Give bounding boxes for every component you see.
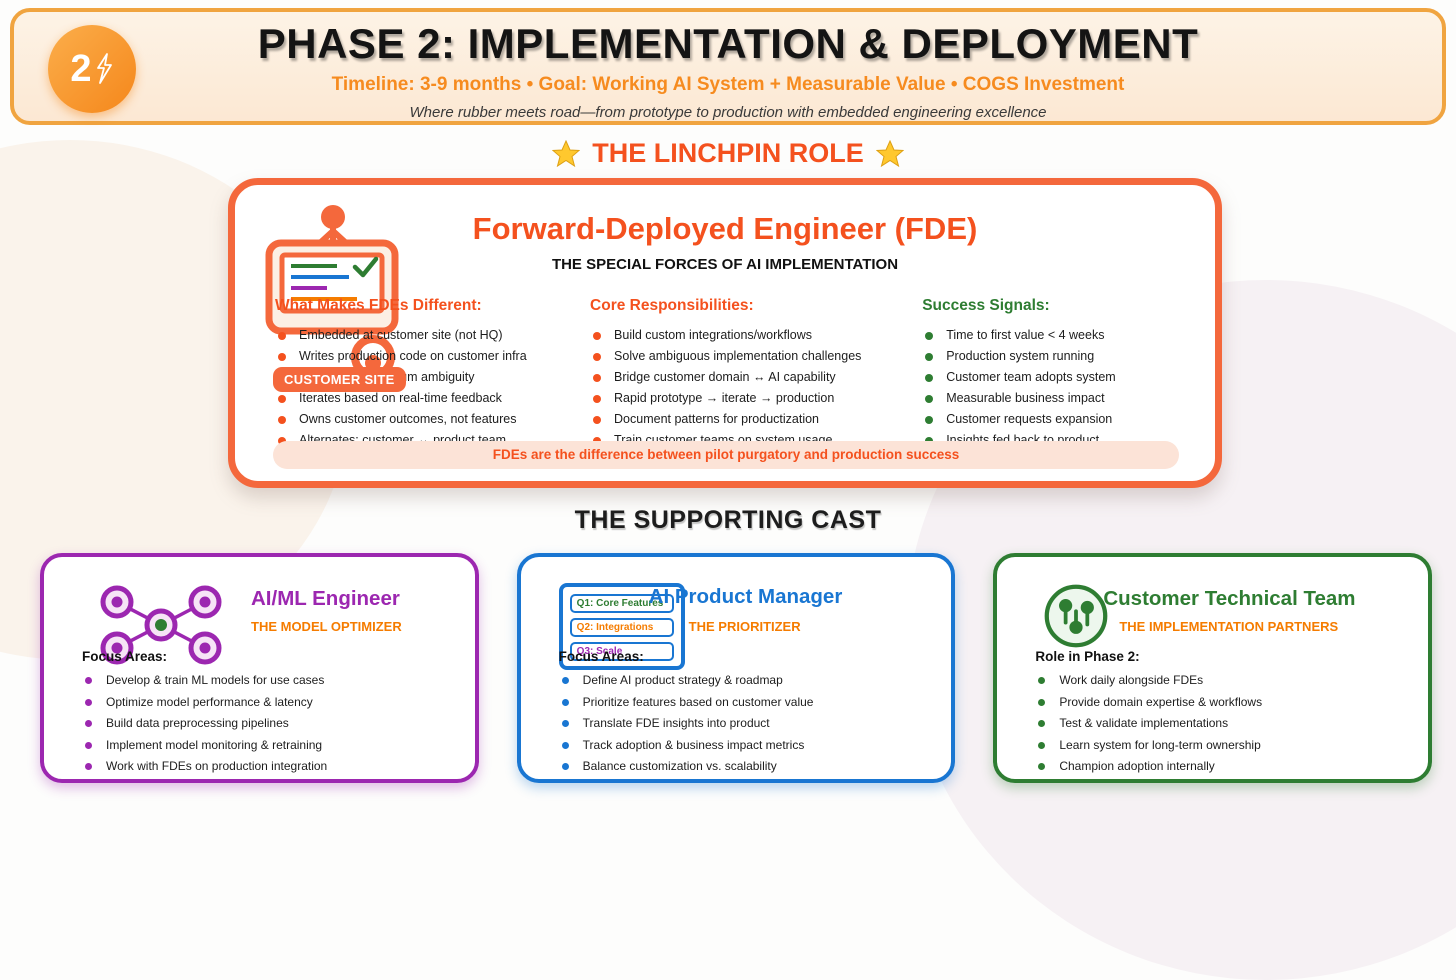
list-item: Customer team adopts system xyxy=(922,370,1179,384)
role-title: Customer Technical Team xyxy=(1103,587,1356,610)
list-item: Provide domain expertise & workflows xyxy=(1035,695,1412,709)
role-subtitle: THE IMPLEMENTATION PARTNERS xyxy=(1119,619,1339,634)
list-item: Work daily alongside FDEs xyxy=(1035,673,1412,687)
whiteboard-presenter-icon xyxy=(265,205,399,335)
list-item: Define AI product strategy & roadmap xyxy=(559,673,936,687)
fde-card: Forward-Deployed Engineer (FDE) THE SPEC… xyxy=(228,178,1222,488)
list-item: Test & validate implementations xyxy=(1035,716,1412,730)
column-heading: What Makes FDEs Different: xyxy=(275,297,482,314)
roadmap-q1: Q1: Core Features xyxy=(569,594,674,613)
fde-column-responsibilities: Core Responsibilities: Build custom inte… xyxy=(590,297,898,454)
list-item: Document patterns for productization xyxy=(590,412,898,426)
header-tagline: Where rubber meets road—from prototype t… xyxy=(409,104,1047,121)
list-item: Build data preprocessing pipelines xyxy=(82,716,459,730)
role-title: AI/ML Engineer xyxy=(251,587,400,610)
list-item: Customer requests expansion xyxy=(922,412,1179,426)
list-item: Translate FDE insights into product xyxy=(559,716,936,730)
list-item: Optimize model performance & latency xyxy=(82,695,459,709)
list-item: Champion adoption internally xyxy=(1035,759,1412,773)
success-signals-list: Time to first value < 4 weeks Production… xyxy=(922,328,1179,447)
list-item: Prioritize features based on customer va… xyxy=(559,695,936,709)
list-item: Time to first value < 4 weeks xyxy=(922,328,1179,342)
roadmap-q3: Q3: Scale xyxy=(569,642,674,661)
phase-header-banner: 2 PHASE 2: IMPLEMENTATION & DEPLOYMENT T… xyxy=(10,8,1446,125)
list-item: Measurable business impact xyxy=(922,391,1179,405)
star-icon xyxy=(875,140,904,167)
list-heading: Focus Areas: xyxy=(82,649,168,664)
list-item: Work with FDEs on production integration xyxy=(82,759,459,773)
header-subtitle: Timeline: 3-9 months • Goal: Working AI … xyxy=(331,74,1125,95)
fde-quote-banner: FDEs are the difference between pilot pu… xyxy=(273,441,1179,469)
list-item: Iterates based on real-time feedback xyxy=(275,391,566,405)
role-phase2-list: Work daily alongside FDEs Provide domain… xyxy=(1035,673,1412,781)
supporting-cards: AI/ML Engineer THE MODEL OPTIMIZER Focus… xyxy=(40,553,1433,783)
role-title: AI Product Manager xyxy=(648,585,843,608)
list-item: Production system running xyxy=(922,349,1179,363)
linchpin-heading: THE LINCHPIN ROLE xyxy=(0,138,1456,169)
list-item: Track adoption & business impact metrics xyxy=(559,738,936,752)
star-icon xyxy=(552,140,581,167)
lightning-icon xyxy=(96,53,112,84)
card-ai-ml-engineer: AI/ML Engineer THE MODEL OPTIMIZER Focus… xyxy=(40,553,479,783)
focus-areas-list: Define AI product strategy & roadmap Pri… xyxy=(559,673,936,781)
phase-number: 2 xyxy=(70,47,92,90)
list-item: Balance customization vs. scalability xyxy=(559,759,936,773)
list-heading: Focus Areas: xyxy=(558,649,644,664)
card-ai-product-manager: Q1: Core Features Q2: Integrations Q3: S… xyxy=(516,553,956,783)
column-heading: Success Signals: xyxy=(922,297,1050,314)
list-item: Bridge customer domain ↔ AI capability xyxy=(590,370,898,384)
role-subtitle: THE MODEL OPTIMIZER xyxy=(251,619,402,634)
list-item: Embedded at customer site (not HQ) xyxy=(275,328,566,342)
list-item: Writes production code on customer infra xyxy=(275,349,566,363)
responsibilities-list: Build custom integrations/workflows Solv… xyxy=(590,328,898,447)
list-item: Develop & train ML models for use cases xyxy=(82,673,459,687)
column-heading: Core Responsibilities: xyxy=(590,297,754,314)
list-item: Learn system for long-term ownership xyxy=(1035,738,1412,752)
list-item: Solve ambiguous implementation challenge… xyxy=(590,349,898,363)
fde-column-success-signals: Success Signals: Time to first value < 4… xyxy=(922,297,1179,454)
fde-subtitle: THE SPECIAL FORCES OF AI IMPLEMENTATION xyxy=(551,256,899,273)
role-subtitle: THE PRIORITIZER xyxy=(688,619,801,634)
list-heading: Role in Phase 2: xyxy=(1035,649,1140,664)
list-item: Build custom integrations/workflows xyxy=(590,328,898,342)
roadmap-icon: Q1: Core Features Q2: Integrations Q3: S… xyxy=(558,583,685,670)
linchpin-heading-text: THE LINCHPIN ROLE xyxy=(592,138,864,168)
page-title: PHASE 2: IMPLEMENTATION & DEPLOYMENT xyxy=(257,20,1199,67)
roadmap-q2: Q2: Integrations xyxy=(569,618,674,637)
neural-network-icon xyxy=(100,585,222,665)
focus-areas-list: Develop & train ML models for use cases … xyxy=(82,673,459,781)
customer-site-badge: CUSTOMER SITE xyxy=(273,367,406,392)
phase-number-badge: 2 xyxy=(48,25,136,113)
list-item: Implement model monitoring & retraining xyxy=(82,738,459,752)
fde-title: Forward-Deployed Engineer (FDE) xyxy=(472,211,978,246)
card-customer-technical-team: Customer Technical Team THE IMPLEMENTATI… xyxy=(993,553,1433,783)
supporting-cast-heading: THE SUPPORTING CAST xyxy=(574,506,882,534)
fde-columns: What Makes FDEs Different: Embedded at c… xyxy=(275,297,1179,454)
list-item: Owns customer outcomes, not features xyxy=(275,412,566,426)
list-item: Rapid prototype → iterate → production xyxy=(590,391,898,405)
team-group-icon xyxy=(1044,584,1108,648)
